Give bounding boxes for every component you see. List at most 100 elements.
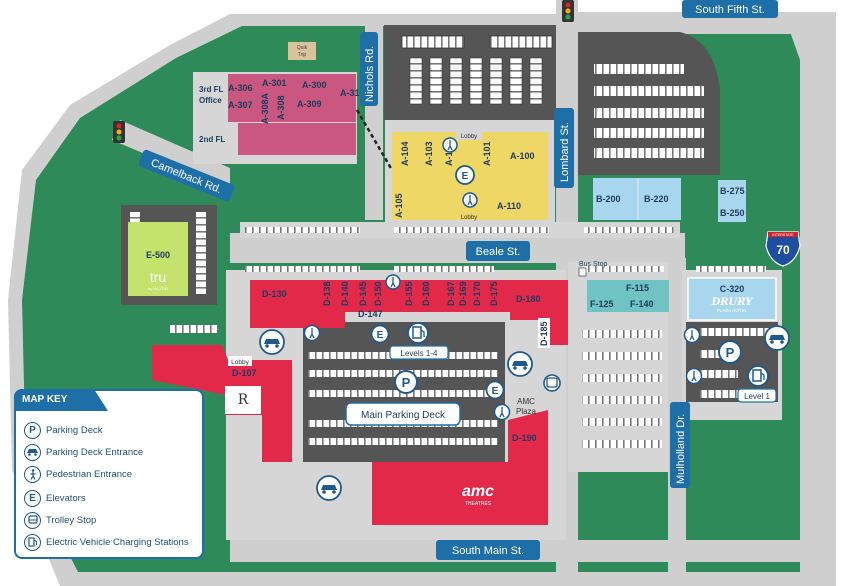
unit-a105[interactable]: A-105 [394, 193, 404, 218]
unit-d145[interactable]: D-145 [358, 281, 368, 306]
parking-deck-icon[interactable]: P [718, 340, 742, 364]
map-key-item-trolley: Trolley Stop [24, 511, 96, 529]
car-icon[interactable] [764, 325, 790, 351]
svg-text:South Main St.: South Main St. [452, 545, 524, 557]
unit-d147[interactable]: D-147 [358, 309, 383, 319]
unit-d185[interactable]: D-185 [539, 321, 549, 346]
unit-b200[interactable]: B-200 [596, 194, 621, 204]
unit-d169[interactable]: D-169 [458, 281, 468, 306]
unit-c320[interactable]: C-320 [720, 284, 745, 294]
map-key-item-pedestrian: Pedestrian Entrance [24, 465, 132, 483]
svg-text:South Fifth St.: South Fifth St. [695, 4, 765, 16]
elevator-icon[interactable]: E [370, 324, 390, 344]
unit-a300[interactable]: A-300 [302, 80, 327, 90]
pedestrian-icon[interactable] [493, 403, 511, 421]
bus-stop-label: Bus Stop [579, 261, 608, 268]
svg-text:P: P [402, 375, 411, 390]
elevator-icon[interactable]: E [485, 380, 505, 400]
trolley-icon [24, 511, 41, 529]
building-2nd-fl [238, 123, 356, 155]
unit-d138[interactable]: D-138 [322, 281, 332, 306]
lobby-d107-box [228, 356, 252, 366]
unit-d175[interactable]: D-175 [489, 281, 499, 306]
skybridge-connector [355, 109, 394, 171]
pedestrian-icon[interactable] [683, 326, 701, 344]
elevator-icon[interactable]: E [455, 165, 475, 185]
street-lombard: Lombard St. [554, 108, 574, 188]
unit-a308[interactable]: A-308 [276, 95, 286, 120]
r-logo: R [238, 392, 249, 408]
unit-a103[interactable]: A-103 [424, 141, 434, 166]
svg-text:Main Parking Deck: Main Parking Deck [361, 410, 446, 421]
unit-b275[interactable]: B-275 [720, 186, 745, 196]
drury-logo-sub: PLAZA HOTEL [717, 308, 748, 313]
pedestrian-icon[interactable] [442, 137, 458, 153]
interstate-70-shield: INTERSTATE 70 [765, 231, 801, 267]
pedestrian-icon [24, 465, 41, 483]
map-key-item-ev: Electric Vehicle Charging Stations [24, 533, 189, 551]
pedestrian-icon[interactable] [385, 274, 401, 290]
map-key-label: Parking Deck [46, 424, 103, 436]
elevator-icon: E [24, 489, 41, 507]
car-icon[interactable] [259, 329, 285, 355]
car-icon[interactable] [316, 475, 342, 501]
svg-text:Level 1: Level 1 [744, 392, 770, 401]
unit-a104[interactable]: A-104 [400, 141, 410, 166]
street-south-fifth: South Fifth St. [682, 0, 778, 18]
svg-text:E: E [492, 386, 499, 397]
unit-f140[interactable]: F-140 [630, 299, 654, 309]
level-1-label: Level 1 [737, 388, 777, 403]
unit-a310[interactable]: A-310 [340, 88, 365, 98]
map-key: MAP KEY P Parking Deck Parking Deck Entr… [14, 389, 204, 559]
amc-logo-sub: THEATRES [465, 501, 492, 507]
building-b-200 [593, 178, 681, 220]
tru-logo: tru [150, 269, 166, 285]
unit-a306[interactable]: A-306 [228, 83, 253, 93]
parking-deck-icon: P [24, 421, 41, 439]
unit-f115[interactable]: F-115 [626, 283, 649, 293]
pedestrian-icon[interactable] [303, 324, 321, 342]
unit-d160[interactable]: D-160 [421, 281, 431, 306]
unit-e500[interactable]: E-500 [146, 250, 170, 260]
unit-b220[interactable]: B-220 [644, 194, 669, 204]
unit-a110[interactable]: A-110 [497, 201, 521, 211]
unit-d170[interactable]: D-170 [472, 281, 482, 306]
unit-b250[interactable]: B-250 [720, 208, 745, 218]
unit-d190[interactable]: D-190 [512, 433, 537, 443]
pedestrian-icon[interactable] [685, 367, 703, 385]
unit-a309[interactable]: A-309 [297, 99, 322, 109]
traffic-light-left [113, 121, 125, 143]
unit-a101[interactable]: A-101 [482, 141, 492, 166]
unit-d155[interactable]: D-155 [404, 281, 414, 306]
unit-a307[interactable]: A-307 [228, 100, 253, 110]
street-south-main: South Main St. [436, 540, 540, 560]
unit-d167[interactable]: D-167 [446, 281, 456, 306]
svg-text:Nichols Rd.: Nichols Rd. [364, 46, 376, 102]
drury-logo: DRURY [711, 297, 754, 308]
unit-a100[interactable]: A-100 [510, 151, 535, 161]
main-parking-deck-label[interactable]: Main Parking Deck [345, 402, 461, 426]
lobby-top-label: Lobby [461, 134, 477, 140]
map-key-label: Elevators [46, 492, 86, 504]
unit-d107[interactable]: D-107 [232, 368, 257, 378]
unit-a301[interactable]: A-301 [262, 78, 287, 88]
ev-charging-icon[interactable] [407, 322, 429, 344]
unit-a308a[interactable]: A-308A [260, 92, 270, 124]
pedestrian-icon[interactable] [462, 192, 478, 208]
map-key-item-parking-deck: P Parking Deck [24, 421, 103, 439]
car-icon[interactable] [507, 351, 533, 377]
building-e-500 [128, 222, 188, 296]
unit-f125[interactable]: F-125 [590, 299, 614, 309]
amc-plaza-label-1: AMC [517, 397, 535, 406]
quik-trip-label-2: Trip [298, 52, 307, 58]
unit-d130[interactable]: D-130 [262, 289, 287, 299]
unit-d180[interactable]: D-180 [516, 294, 541, 304]
trolley-icon[interactable] [543, 374, 561, 392]
unit-d140[interactable]: D-140 [340, 281, 350, 306]
building-d-190 [372, 410, 548, 525]
parking-deck-icon[interactable]: P [394, 370, 418, 394]
unit-a102[interactable]: A-102 [444, 141, 454, 166]
ev-charging-icon[interactable] [747, 365, 769, 387]
traffic-light-top [562, 0, 574, 22]
unit-d150[interactable]: D-150 [373, 281, 383, 306]
